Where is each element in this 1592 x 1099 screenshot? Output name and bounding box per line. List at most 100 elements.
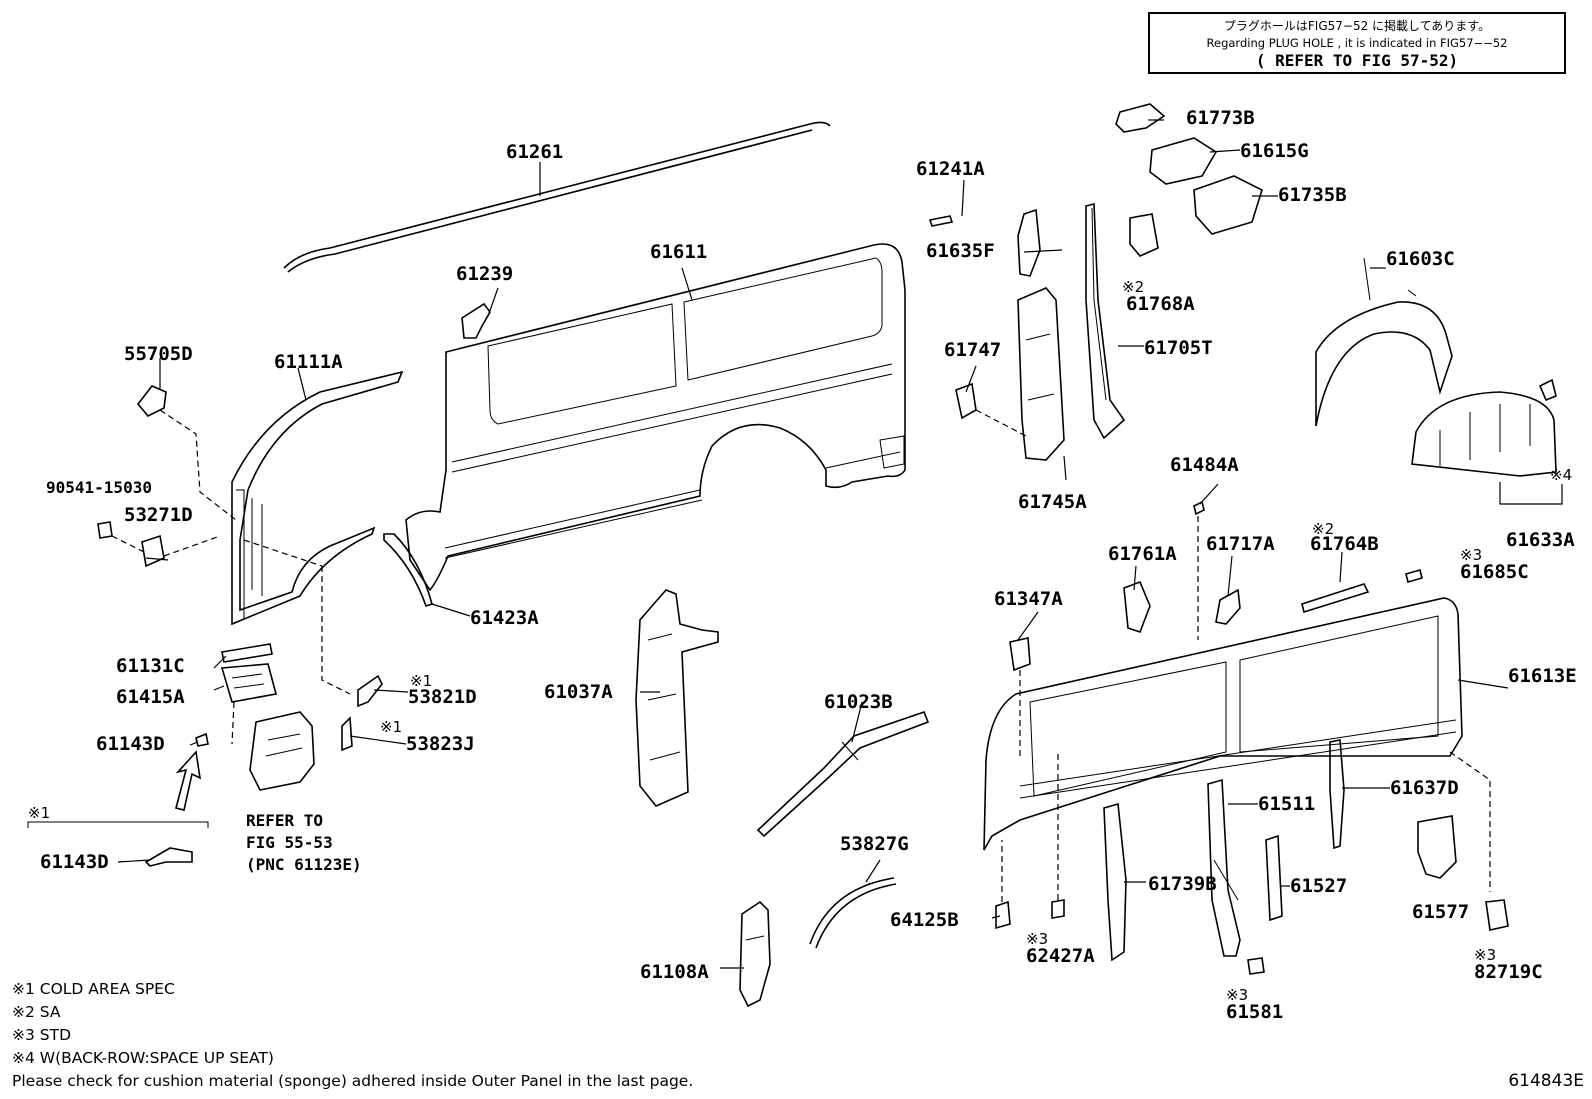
label-61637D: 61637D — [1390, 777, 1459, 799]
door-frame-61111A — [231, 370, 404, 626]
bracket-61577 — [1417, 751, 1491, 892]
cap-82719C — [1485, 899, 1509, 931]
label-61717A: 61717A — [1206, 533, 1275, 555]
bracket-61773B — [1115, 103, 1166, 133]
label-61747: 61747 — [944, 339, 1001, 361]
mark-1-61143D: ※1 — [28, 804, 50, 822]
label-55705D: 55705D — [124, 343, 193, 365]
footer-note: Please check for cushion material (spong… — [12, 1072, 694, 1090]
label-61484A: 61484A — [1170, 454, 1239, 476]
clip-61241A — [928, 215, 954, 227]
mark-1-53821D: ※1 — [410, 672, 432, 690]
label-61761A: 61761A — [1108, 543, 1177, 565]
clip-61484A — [1193, 500, 1205, 640]
roof-rail-61261 — [283, 121, 831, 273]
label-61685C: 61685C — [1460, 561, 1529, 583]
label-61423A: 61423A — [470, 607, 539, 629]
panel-61615G — [1149, 137, 1218, 185]
label-61739B: 61739B — [1148, 873, 1217, 895]
bracket-61143D-cold-area — [27, 821, 209, 867]
arrow-icon — [175, 750, 202, 811]
label-61131C: 61131C — [116, 655, 185, 677]
bracket-55705D — [136, 385, 237, 521]
label-61527: 61527 — [1290, 875, 1347, 897]
label-61241A: 61241A — [916, 158, 985, 180]
note-line-refer: ( REFER TO FIG 57-52) — [1255, 51, 1459, 70]
label-61705T: 61705T — [1144, 337, 1213, 359]
label-61261: 61261 — [506, 141, 563, 163]
label-53821D: 53821D — [408, 686, 477, 708]
refer-line2: FIG 55-53 — [246, 833, 333, 852]
mark-2-61764B: ※2 — [1312, 520, 1334, 538]
wheel-house-cover-61633A — [1411, 378, 1563, 505]
bracket-61747 — [955, 382, 1027, 437]
part-labels: 61261 61773B 61615G 61735B 61241A 61635F… — [40, 107, 1577, 1023]
bracket-53271D — [141, 534, 221, 568]
figure-number: 614843E — [1508, 1071, 1584, 1091]
bracket-61581 — [1247, 957, 1265, 975]
note-line-japanese: プラグホールはFIG57−52 に掲載してあります。 — [1223, 19, 1491, 33]
mark-3-61581: ※3 — [1226, 986, 1248, 1004]
mark-3-62427A: ※3 — [1026, 930, 1048, 948]
legend-cold-area: ※1 COLD AREA SPEC — [12, 980, 175, 998]
mark-2-61768A: ※2 — [1122, 278, 1144, 296]
refer-line3: (PNC 61123E) — [246, 855, 362, 874]
bracket-61717A — [1215, 588, 1241, 625]
label-61613E: 61613E — [1508, 665, 1577, 687]
label-61635F: 61635F — [926, 240, 995, 262]
label-53271D: 53271D — [124, 504, 193, 526]
label-61581: 61581 — [1226, 1001, 1283, 1023]
mark-1-53823J: ※1 — [380, 718, 402, 736]
label-61603C: 61603C — [1386, 248, 1455, 270]
label-61633A: 61633A — [1506, 529, 1575, 551]
pillar-61705T — [1085, 202, 1126, 440]
label-61511: 61511 — [1258, 793, 1315, 815]
label-82719C: 82719C — [1474, 961, 1543, 983]
label-62427A: 62427A — [1026, 945, 1095, 967]
rail-61764B — [1301, 583, 1370, 614]
clip-61143D — [195, 732, 209, 747]
reference-note-box: プラグホールはFIG57−52 に掲載してあります。 Regarding PLU… — [1148, 12, 1566, 74]
label-61745A: 61745A — [1018, 491, 1087, 513]
label-61037A: 61037A — [544, 681, 613, 703]
label-61577: 61577 — [1412, 901, 1469, 923]
bracket-61347A — [1009, 637, 1031, 760]
label-61768A: 61768A — [1126, 293, 1195, 315]
label-64125B: 64125B — [890, 909, 959, 931]
pillar-61739B — [1103, 802, 1127, 962]
label-61615G: 61615G — [1240, 140, 1309, 162]
bracket-61415A — [220, 663, 277, 745]
pillar-61037A — [635, 589, 719, 807]
label-61611: 61611 — [650, 241, 707, 263]
pillar-61108A — [739, 900, 771, 1008]
bracket-61527 — [1265, 834, 1283, 922]
legend-sa: ※2 SA — [12, 1003, 61, 1021]
bracket-61131C — [221, 643, 273, 663]
label-61023B: 61023B — [824, 691, 893, 713]
label-61143D-cold-area: 61143D — [40, 851, 109, 873]
label-53823J: 53823J — [406, 733, 475, 755]
bolt-90541-15030 — [97, 521, 145, 553]
label-61111A: 61111A — [274, 351, 343, 373]
label-61764B: 61764B — [1310, 533, 1379, 555]
reinforcement-61635F — [1017, 208, 1041, 277]
bracket-53823J — [243, 539, 353, 752]
rail-61023B — [756, 710, 930, 838]
bracket-53821D — [321, 566, 383, 708]
patch-62427A — [1051, 750, 1065, 919]
label-61735B: 61735B — [1278, 184, 1347, 206]
leader-lines — [117, 119, 1509, 969]
side-outer-panel-61611 — [405, 243, 906, 592]
bracket-61239 — [461, 302, 491, 339]
bracket-61685C — [1405, 569, 1423, 583]
pillar-61745A — [1017, 287, 1065, 461]
door-lock-assembly — [249, 711, 315, 791]
label-61108A: 61108A — [640, 961, 709, 983]
wheel-house-61603C — [1315, 257, 1453, 427]
label-90541-15030: 90541-15030 — [46, 478, 152, 497]
bracket-61637D — [1329, 739, 1345, 850]
pillar-61511 — [1207, 778, 1241, 957]
bracket-61761A — [1123, 580, 1151, 634]
refer-line1: REFER TO — [246, 811, 323, 830]
